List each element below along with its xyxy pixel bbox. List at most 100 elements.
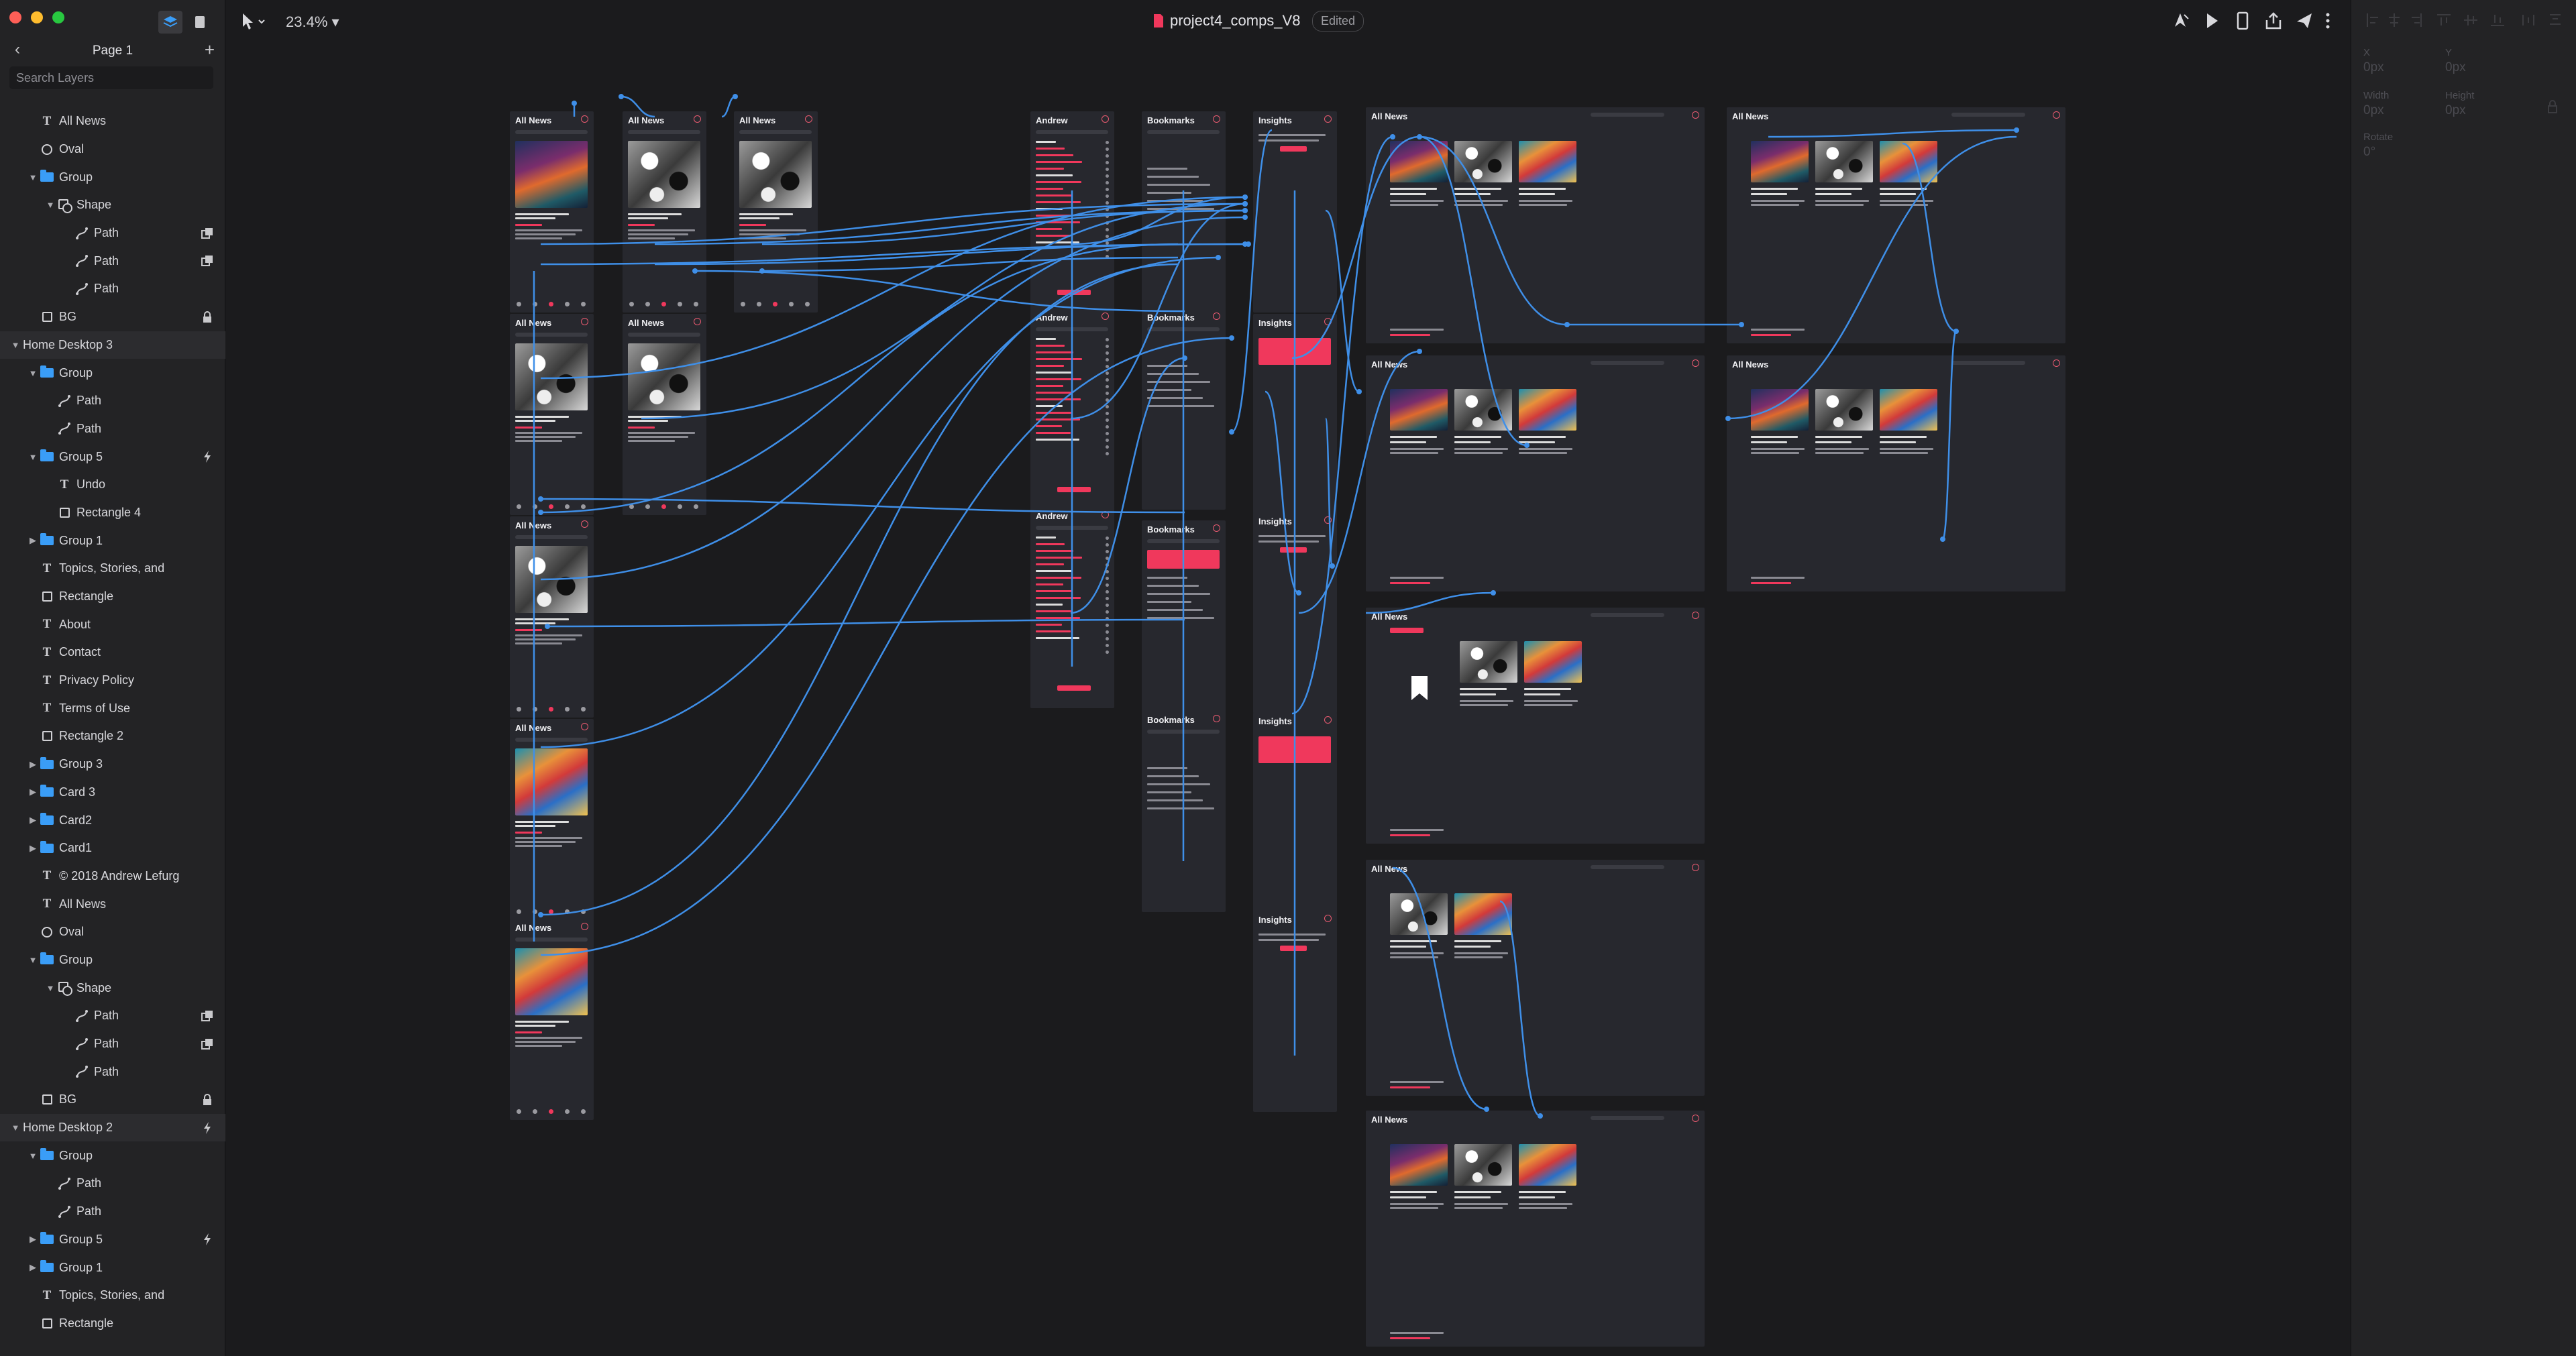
layer-row[interactable]: BG: [0, 1086, 225, 1114]
layer-row[interactable]: Oval: [0, 918, 225, 946]
layer-row[interactable]: ▼Shape: [0, 191, 225, 219]
y-field[interactable]: 0px: [2445, 60, 2466, 74]
layer-row[interactable]: Path: [0, 415, 225, 443]
artboard-desktop[interactable]: All News: [1366, 1111, 1705, 1347]
layer-row[interactable]: ▶Card2: [0, 806, 225, 834]
mask-icon[interactable]: [200, 1009, 215, 1023]
layers-tab[interactable]: [158, 11, 182, 34]
minimize-window-button[interactable]: [31, 11, 43, 23]
disclosure-collapsed-icon[interactable]: ▶: [30, 535, 36, 546]
disclosure-collapsed-icon[interactable]: ▶: [30, 1262, 36, 1273]
more-options-icon[interactable]: [2321, 11, 2334, 31]
components-tab[interactable]: [188, 11, 212, 34]
rotate-field[interactable]: 0°: [2363, 145, 2376, 159]
layer-row[interactable]: Path: [0, 247, 225, 275]
share-icon[interactable]: [2263, 11, 2284, 31]
mask-icon[interactable]: [200, 227, 215, 240]
artboard-desktop-bookmark[interactable]: All News: [1366, 608, 1705, 844]
mask-icon[interactable]: [200, 1037, 215, 1051]
layer-row[interactable]: ▼Shape: [0, 974, 225, 1002]
lightning-icon[interactable]: [200, 450, 215, 463]
disclosure-collapsed-icon[interactable]: ▶: [30, 842, 36, 853]
artboard-mobile[interactable]: All News: [510, 516, 594, 718]
disclosure-collapsed-icon[interactable]: ▶: [30, 1234, 36, 1245]
width-field[interactable]: 0px: [2363, 103, 2384, 117]
lightning-icon[interactable]: [200, 1121, 215, 1135]
back-chevron-icon[interactable]: ‹: [15, 40, 20, 58]
layer-row[interactable]: ▼Home Desktop 2: [0, 1113, 225, 1142]
layer-row[interactable]: Rectangle 2: [0, 722, 225, 750]
layer-row[interactable]: Path: [0, 1030, 225, 1058]
pointer-tool-icon[interactable]: [240, 12, 267, 31]
mask-icon[interactable]: [200, 254, 215, 268]
layer-row[interactable]: ▼Group: [0, 359, 225, 387]
artboard-mobile[interactable]: All News: [510, 314, 594, 515]
artboard-desktop[interactable]: All News: [1366, 107, 1705, 343]
layer-row[interactable]: ▼Group: [0, 1141, 225, 1170]
layer-row[interactable]: ▼Group: [0, 163, 225, 191]
layer-row[interactable]: ▶Card 3: [0, 779, 225, 807]
zoom-window-button[interactable]: [52, 11, 64, 23]
layer-row[interactable]: Path: [0, 1002, 225, 1030]
cursor-preview-icon[interactable]: [2171, 11, 2191, 31]
lightning-icon[interactable]: [200, 1233, 215, 1246]
disclosure-expanded-icon[interactable]: ▼: [28, 172, 38, 182]
disclosure-expanded-icon[interactable]: ▼: [46, 200, 55, 211]
artboard-mobile[interactable]: All News: [623, 314, 706, 515]
height-field[interactable]: 0px: [2445, 103, 2466, 117]
layer-row[interactable]: ▶Group 3: [0, 750, 225, 779]
layer-row[interactable]: ▶Group 5: [0, 1226, 225, 1254]
layer-row[interactable]: ▼Home Desktop 3: [0, 331, 225, 359]
close-window-button[interactable]: [9, 11, 21, 23]
artboard-mobile[interactable]: All News: [734, 111, 818, 313]
publish-icon[interactable]: [2294, 11, 2314, 31]
disclosure-expanded-icon[interactable]: ▼: [46, 982, 55, 993]
layer-row[interactable]: Path: [0, 387, 225, 415]
add-page-icon[interactable]: +: [204, 40, 215, 60]
artboard-mobile[interactable]: All News: [623, 111, 706, 313]
layer-row[interactable]: ▶Card1: [0, 834, 225, 862]
disclosure-expanded-icon[interactable]: ▼: [28, 451, 38, 462]
layer-row[interactable]: Path: [0, 1170, 225, 1198]
layer-row[interactable]: ▼Group 5: [0, 443, 225, 471]
search-layers-input[interactable]: Search Layers: [9, 66, 213, 89]
play-preview-icon[interactable]: [2202, 11, 2222, 31]
page-selector[interactable]: ‹ Page 1 +: [0, 39, 225, 62]
disclosure-expanded-icon[interactable]: ▼: [28, 1150, 38, 1161]
lock-ratio-icon[interactable]: [2546, 99, 2559, 115]
layer-row[interactable]: Path: [0, 1198, 225, 1226]
layer-row[interactable]: Rectangle 4: [0, 499, 225, 527]
disclosure-expanded-icon[interactable]: ▼: [28, 368, 38, 378]
disclosure-collapsed-icon[interactable]: ▶: [30, 758, 36, 769]
layer-row[interactable]: BG: [0, 303, 225, 331]
x-field[interactable]: 0px: [2363, 60, 2384, 74]
disclosure-expanded-icon[interactable]: ▼: [28, 954, 38, 965]
alignment-tools-icon[interactable]: [2365, 12, 2566, 28]
layer-row[interactable]: Rectangle: [0, 1310, 225, 1338]
artboard-mobile[interactable]: All News: [510, 111, 594, 313]
disclosure-collapsed-icon[interactable]: ▶: [30, 787, 36, 797]
artboard-desktop[interactable]: All News: [1366, 355, 1705, 591]
layer-row[interactable]: Oval: [0, 135, 225, 164]
artboard-mobile[interactable]: All News: [510, 719, 594, 920]
layer-row[interactable]: Rectangle: [0, 583, 225, 611]
layer-row[interactable]: T© 2018 Andrew Lefurg: [0, 862, 225, 891]
layer-row[interactable]: Path: [0, 1058, 225, 1086]
artboard-desktop[interactable]: All News: [1727, 355, 2065, 591]
zoom-level[interactable]: 23.4% ▾: [286, 13, 339, 30]
disclosure-collapsed-icon[interactable]: ▶: [30, 815, 36, 826]
layer-row[interactable]: ▶Group 1: [0, 526, 225, 555]
layer-row[interactable]: ▶Group 1: [0, 1253, 225, 1282]
disclosure-expanded-icon[interactable]: ▼: [11, 339, 20, 350]
lock-icon[interactable]: [200, 1093, 215, 1107]
